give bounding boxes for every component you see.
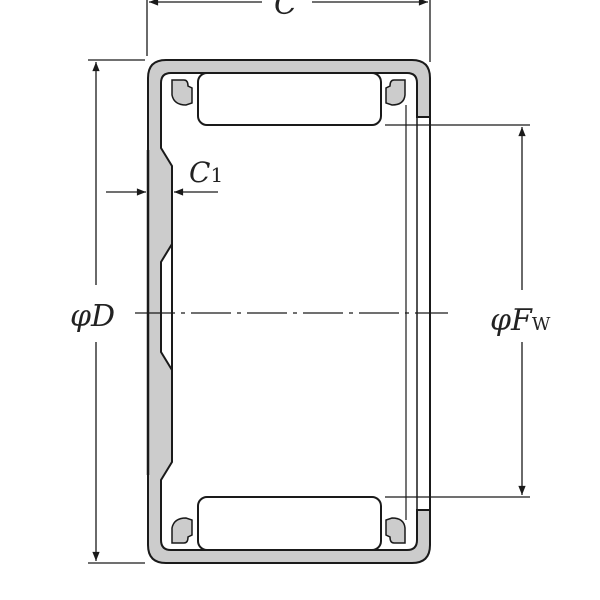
cage	[171, 79, 406, 544]
label-phi-fw: φFW	[490, 303, 551, 338]
label-phi-d: φD	[70, 299, 115, 334]
dimension-phi-fw	[385, 124, 530, 498]
label-c: C	[274, 0, 297, 22]
dimension-c	[146, 0, 431, 62]
needle-roller-top	[197, 72, 382, 126]
dimension-phi-d	[88, 59, 145, 564]
drawn-cup-shell	[146, 59, 431, 564]
needle-roller-bottom	[197, 496, 382, 551]
label-c1: C1	[189, 156, 223, 189]
